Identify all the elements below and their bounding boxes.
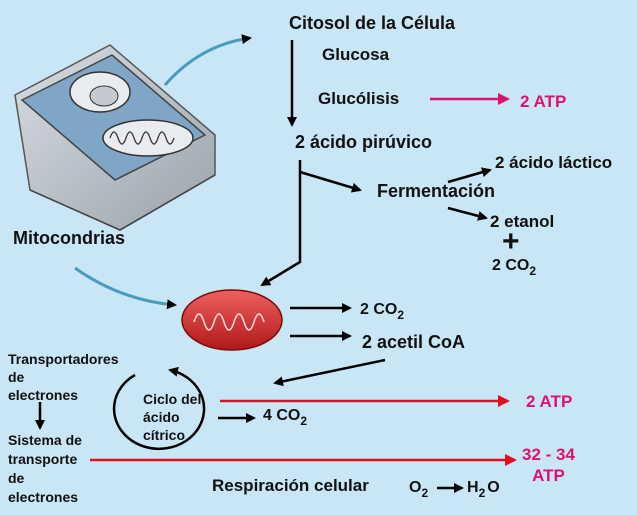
electron-carriers-label: Transportadores de electrones <box>8 351 119 403</box>
cytosol-title: Citosol de la Célula <box>289 13 456 33</box>
citric-cycle-label: Ciclo del ácido cítrico <box>143 391 202 443</box>
fermentation-to-lactic-arrow <box>447 167 492 184</box>
citric-cycle-loop <box>112 366 206 451</box>
acetyl-to-cycle-arrow <box>273 358 386 387</box>
label-to-mitochondrion-arrow <box>74 266 177 310</box>
lactic-acid-label: 2 ácido láctico <box>495 153 613 172</box>
mitochondrion-co2-label: 2 CO2 <box>360 301 405 322</box>
pyruvate-to-mitochondrion-arrow <box>260 160 302 287</box>
glucose-label: Glucosa <box>322 45 390 64</box>
pyruvic-acid-label: 2 ácido pirúvico <box>295 132 433 152</box>
glycolysis-label: Glucólisis <box>318 89 400 108</box>
cellular-respiration-label: Respiración celular <box>212 476 369 495</box>
cycle-co2-label: 4 CO2 <box>263 407 308 428</box>
acetyl-coa-label: 2 acetil CoA <box>362 332 466 352</box>
cell-to-cytosol-arrow <box>163 34 252 86</box>
plus-sign: + <box>502 225 520 258</box>
fermentation-to-ethanol-arrow <box>447 206 488 221</box>
mitochondrion-illustration <box>181 289 283 351</box>
oxygen-label: O2 <box>409 479 429 500</box>
glycolysis-atp-label: 2 ATP <box>520 92 567 111</box>
cell-illustration <box>14 44 216 231</box>
respiration-atp-label: 32 - 34 ATP <box>522 445 575 485</box>
pyruvate-to-fermentation-arrow <box>299 170 362 193</box>
electron-transport-system-label: Sistema de transporte de electrones <box>8 432 82 505</box>
cycle-atp-label: 2 ATP <box>526 392 573 411</box>
mitochondria-label: Mitocondrias <box>13 228 126 248</box>
fermentation-co2-label: 2 CO2 <box>492 257 537 278</box>
fermentation-label: Fermentación <box>377 181 496 201</box>
ethanol-label: 2 etanol <box>490 212 555 231</box>
